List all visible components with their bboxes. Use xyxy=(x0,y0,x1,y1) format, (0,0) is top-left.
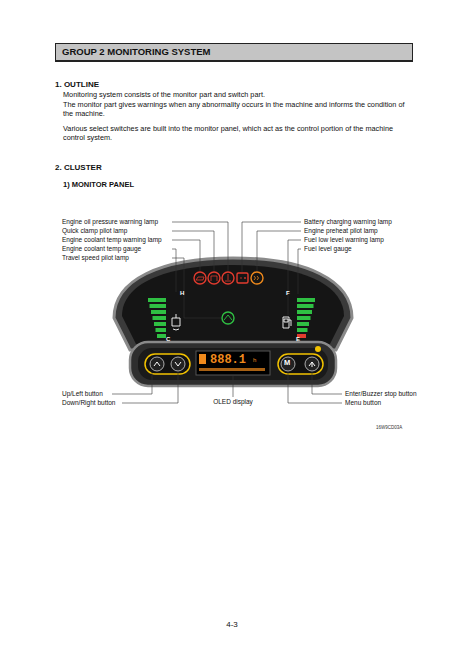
gauge-segment xyxy=(297,322,309,326)
gauge-segment xyxy=(297,304,314,308)
button-mark: M xyxy=(284,358,290,367)
figure-code: 16W9CD03A xyxy=(376,425,402,430)
buttons xyxy=(145,346,323,374)
gauge-segment xyxy=(150,304,167,308)
callout-label: Engine preheat pilot lamp xyxy=(304,227,378,235)
callout-label: Engine coolant temp gauge xyxy=(62,245,141,253)
gauge-mark: F xyxy=(286,290,290,297)
subsection-heading: 1) MONITOR PANEL xyxy=(63,180,134,189)
gauge-icons xyxy=(172,314,291,330)
section-heading: 1. OUTLINE xyxy=(55,80,99,90)
callout-label: Menu button xyxy=(345,399,381,407)
page-number: 4-3 xyxy=(226,620,238,630)
callout-label: Up/Left button xyxy=(62,390,103,398)
callout-label: Battery charging warning lamp xyxy=(304,218,392,226)
gauge-segment xyxy=(154,322,166,326)
gauge-segment xyxy=(151,310,166,314)
body-text: The monitor part gives warnings when any… xyxy=(63,101,415,119)
gauge-segment xyxy=(297,310,312,314)
callout-label: Down/Right button xyxy=(62,399,115,407)
oled-display xyxy=(196,351,270,375)
callout-label: Fuel level gauge xyxy=(304,245,352,253)
oled-unit: h xyxy=(253,357,256,364)
gauge-segment xyxy=(153,316,167,320)
section-header-band: GROUP 2 MONITORING SYSTEM xyxy=(55,43,413,62)
gauge-segment xyxy=(297,316,311,320)
gauge-mark: E xyxy=(296,336,300,343)
gauge-segment xyxy=(297,298,315,302)
body-text: Monitoring system consists of the monito… xyxy=(63,91,415,100)
gauge-segment xyxy=(156,328,167,332)
section-heading: 2. CLUSTER xyxy=(55,163,102,173)
body-text: Various select switches are built into t… xyxy=(63,125,415,143)
gauge-segment xyxy=(297,328,308,332)
warning-lamps xyxy=(194,272,263,324)
callout-label: Engine oil pressure warning lamp xyxy=(62,218,158,226)
callout-label: OLED display xyxy=(213,398,253,406)
gauge-bars xyxy=(148,298,315,338)
section-title: GROUP 2 MONITORING SYSTEM xyxy=(62,46,406,58)
callout-label: Enter/Buzzer stop button xyxy=(345,390,417,398)
gauge-segment xyxy=(157,334,166,338)
callout-label: Fuel low level warning lamp xyxy=(304,236,384,244)
callout-label: Engine coolant temp warning lamp xyxy=(62,236,162,244)
gauge-segment xyxy=(148,298,166,302)
oled-digits: 888.1 xyxy=(210,353,246,367)
gauge-mark: C xyxy=(166,336,170,343)
callout-label: Quick clamp pilot lamp xyxy=(62,227,127,235)
gauge-mark: H xyxy=(180,290,184,297)
callout-label: Travel speed pilot lamp xyxy=(62,254,129,262)
monitor-housing xyxy=(114,258,352,386)
